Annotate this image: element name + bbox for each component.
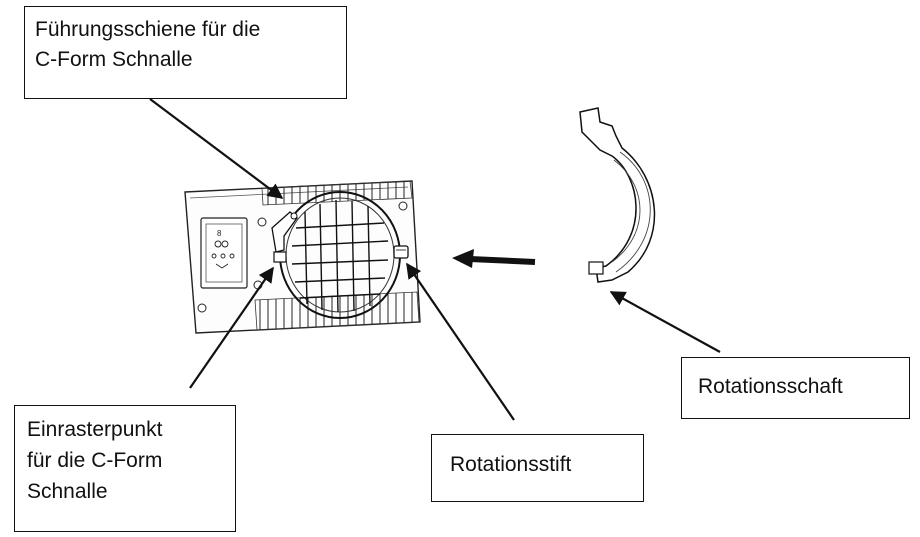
label-snap-point: Einrasterpunkt für die C-Form Schnalle: [14, 405, 236, 532]
c-shaped-clip-illustration: [579, 107, 656, 283]
label-guide-rail: Führungsschiene für die C-Form Schnalle: [24, 6, 347, 99]
label-rotation-shaft: Rotationsschaft: [681, 357, 910, 419]
label-rotation-shaft-text: Rotationsschaft: [698, 375, 843, 398]
leader-arrow-rail: [149, 98, 284, 199]
label-guide-rail-text: Führungsschiene für die C-Form Schnalle: [35, 18, 261, 71]
svg-text:8: 8: [217, 229, 222, 238]
label-snap-point-text: Einrasterpunkt für die C-Form Schnalle: [27, 418, 163, 504]
leader-arrow-snap: [189, 266, 274, 389]
hoop-frame-illustration: 8: [184, 180, 421, 334]
leader-arrow-shaft: [609, 291, 721, 353]
insert-direction-arrow: [452, 249, 536, 268]
label-rotation-pin-text: Rotationsstift: [450, 453, 572, 476]
leader-arrow-pin: [406, 262, 515, 421]
label-rotation-pin: Rotationsstift: [431, 434, 644, 502]
